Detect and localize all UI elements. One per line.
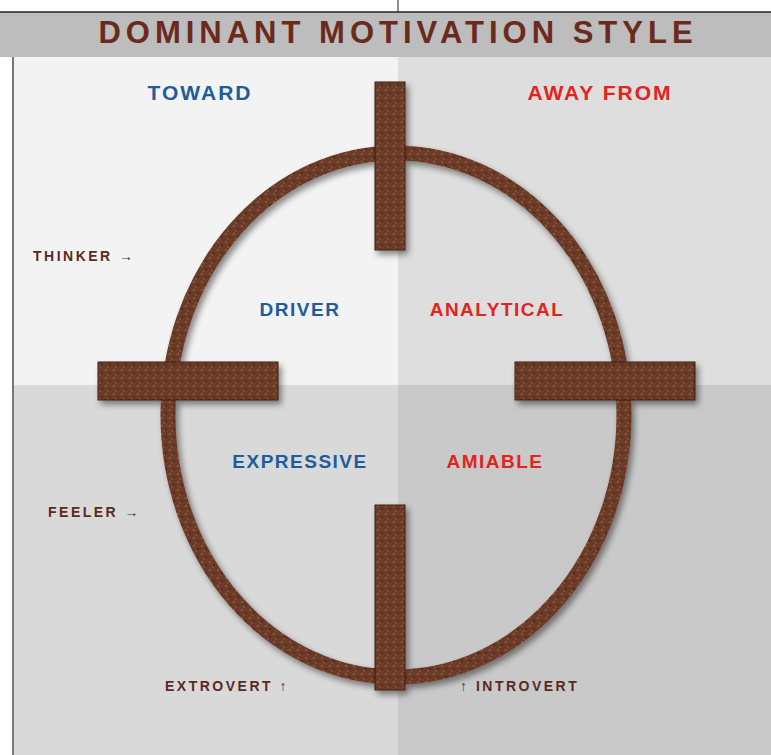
crosshair-bar (98, 362, 278, 400)
tick-line (398, 0, 399, 12)
column-heading: AWAY FROM (527, 81, 672, 104)
axis-label: FEELER → (48, 505, 141, 520)
crosshair-bar (515, 362, 695, 400)
crosshair-bar (375, 82, 405, 250)
style-name: DRIVER (260, 300, 341, 321)
axis-label: ↑ INTROVERT (460, 679, 579, 694)
crosshair (98, 82, 695, 690)
quadrant-ground (398, 57, 771, 385)
column-heading: TOWARD (148, 81, 253, 104)
title-rule (0, 11, 771, 13)
axis-label: EXTROVERT ↑ (165, 679, 289, 694)
style-name: AMIABLE (446, 452, 543, 473)
quadrant-ground (14, 57, 398, 385)
crosshair-bar (375, 505, 405, 690)
title-band (0, 12, 771, 57)
frame-line (12, 57, 14, 755)
diagram-title: DOMINANT MOTIVATION STYLE (98, 16, 697, 50)
style-name: ANALYTICAL (430, 300, 565, 321)
style-name: EXPRESSIVE (232, 452, 367, 473)
axis-label: THINKER → (33, 249, 136, 264)
